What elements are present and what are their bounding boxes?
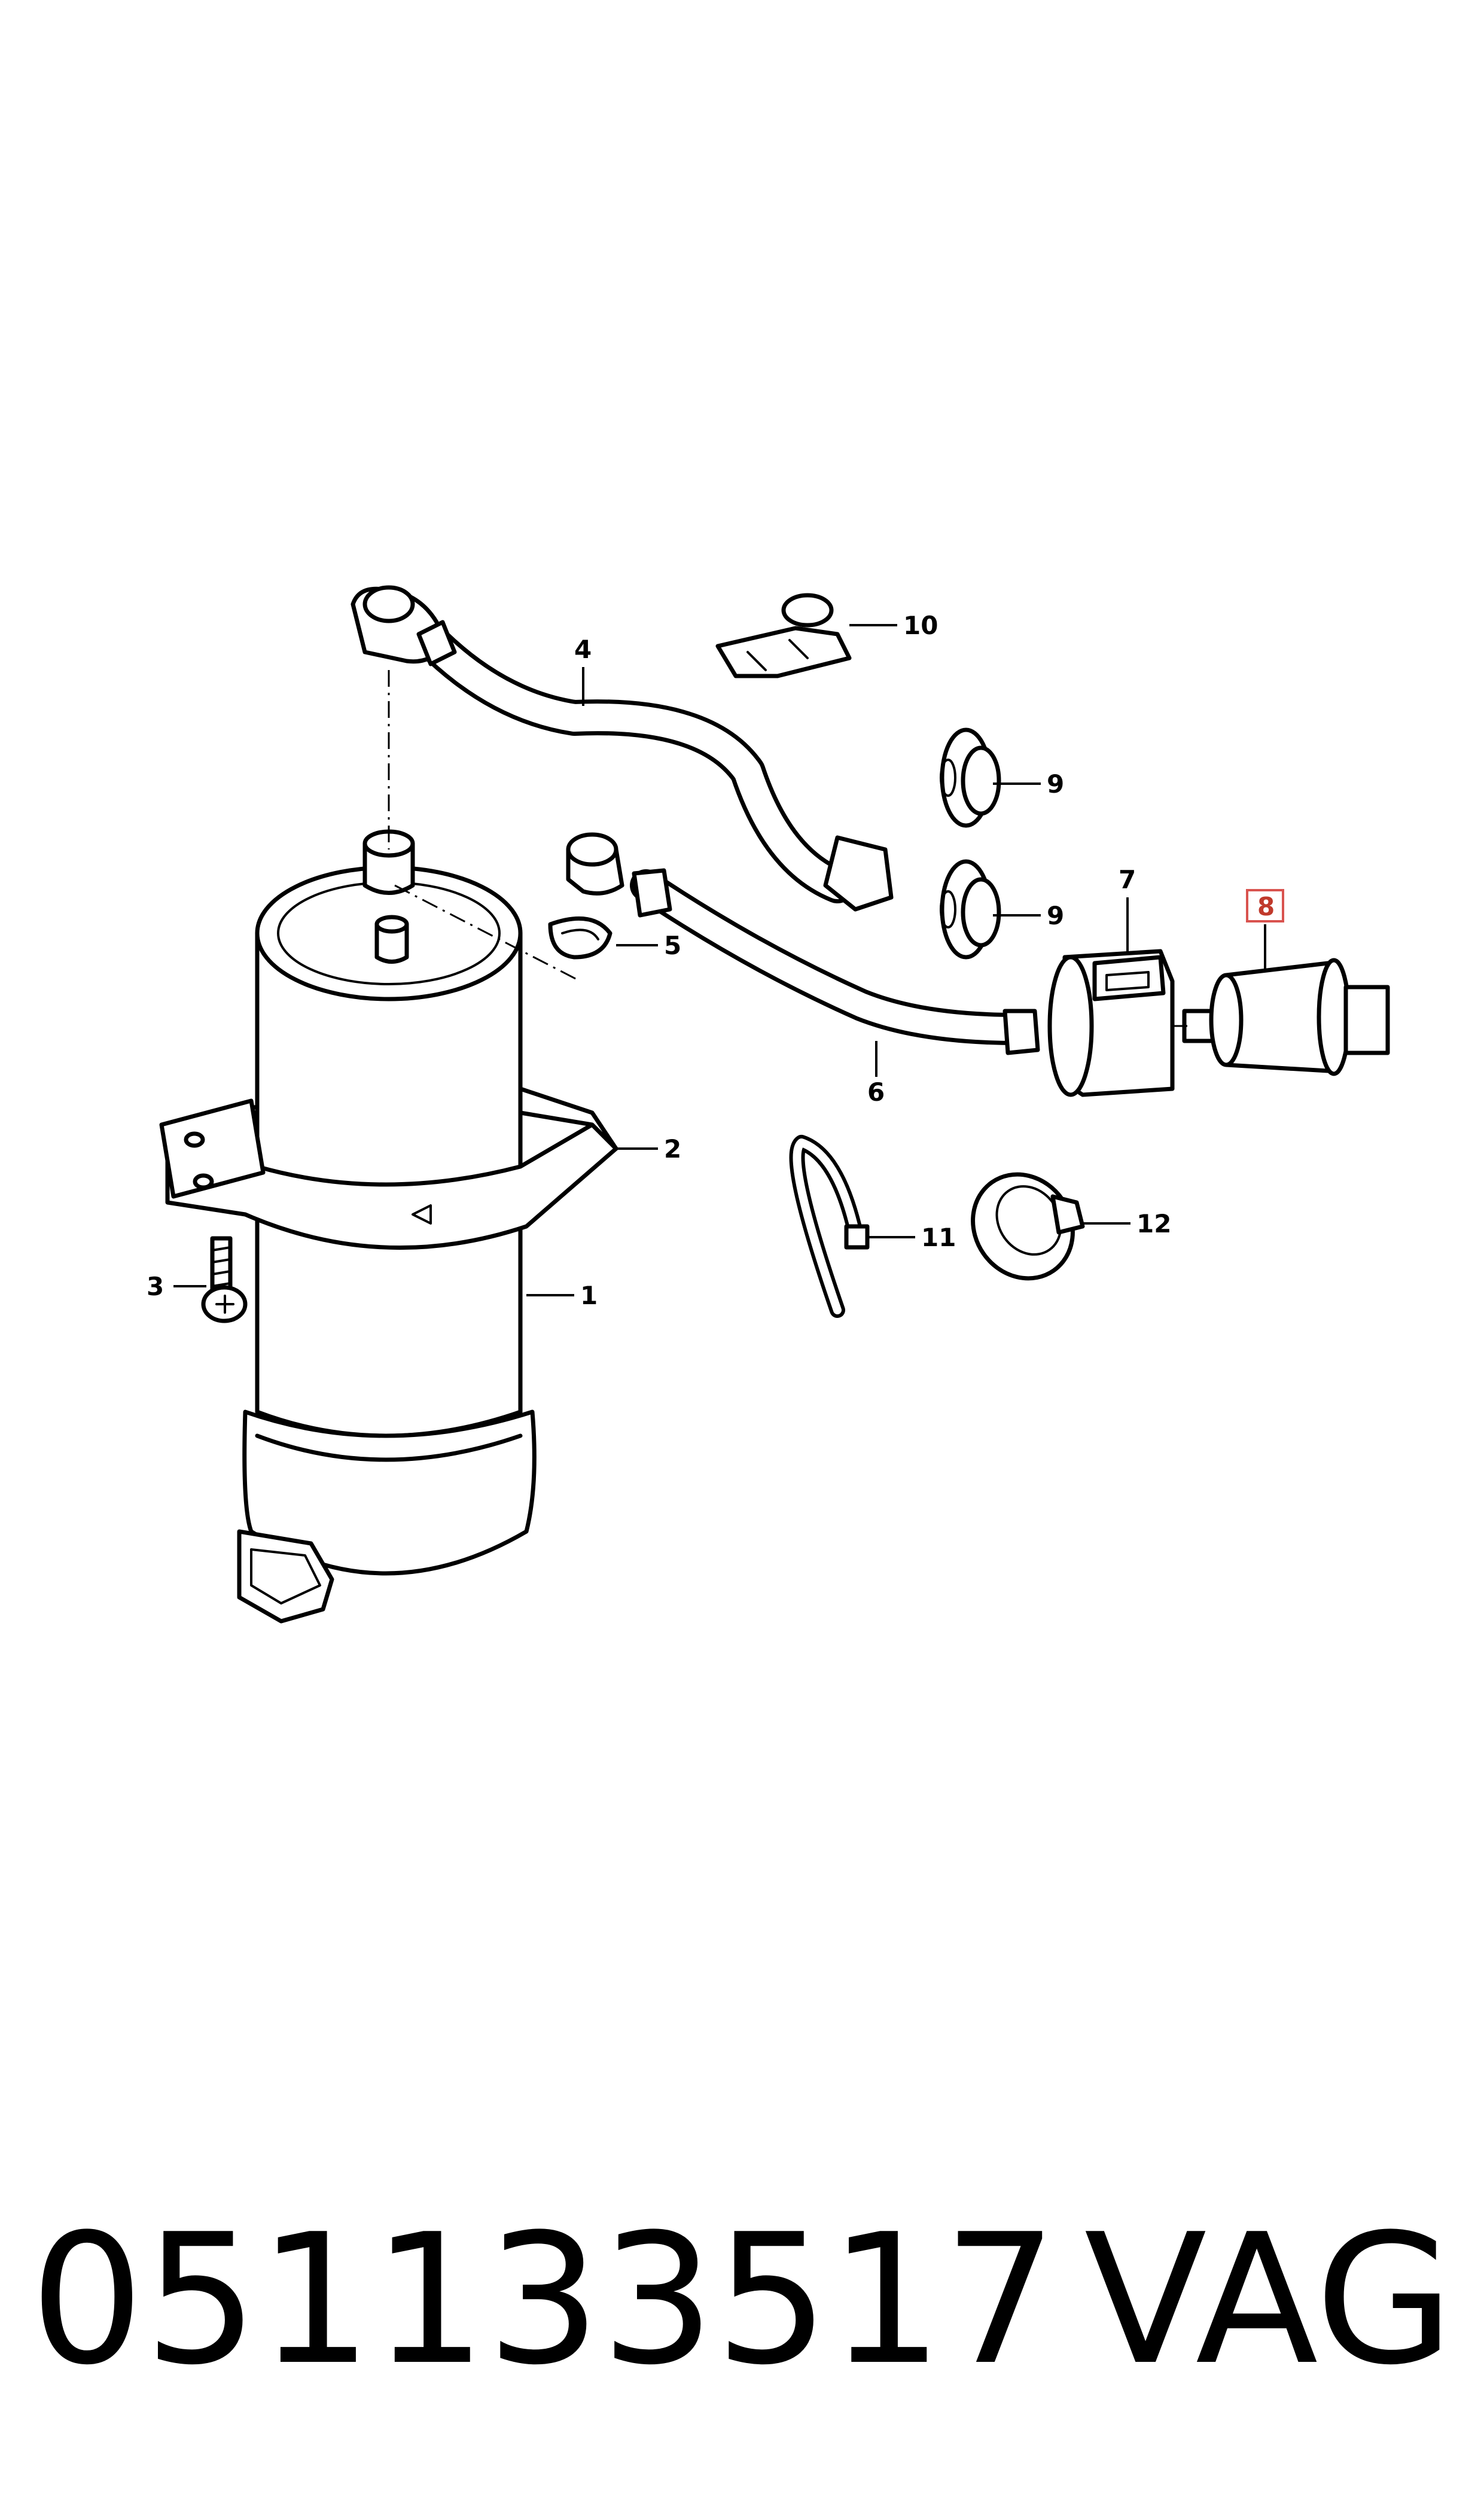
callout-7: 7 xyxy=(1119,865,1136,894)
screw-part-3 xyxy=(201,1236,248,1323)
callout-3: 3 xyxy=(147,1272,164,1301)
housing-part-7 xyxy=(1047,949,1175,1097)
grommet-part-9a xyxy=(940,727,1001,828)
callout-8-highlight-box xyxy=(1246,889,1284,922)
clip-part-10 xyxy=(715,593,852,678)
part-number: 051133517 xyxy=(30,2196,1058,2404)
centerline-hose-6 xyxy=(394,884,581,982)
callout-9b: 9 xyxy=(1047,901,1064,930)
callout-10: 10 xyxy=(903,611,938,640)
grommet-part-9b xyxy=(940,859,1001,960)
callout-9a: 9 xyxy=(1047,769,1064,799)
bracket-part-2 xyxy=(159,1086,618,1250)
callout-5: 5 xyxy=(664,931,681,960)
hose-part-6 xyxy=(566,832,1040,1055)
clip-part-5 xyxy=(548,916,613,960)
callout-11: 11 xyxy=(921,1223,956,1252)
callout-4: 4 xyxy=(574,635,592,664)
callout-2: 2 xyxy=(664,1134,681,1164)
callout-1: 1 xyxy=(580,1281,598,1310)
callout-8: 8 xyxy=(1257,892,1275,921)
clamp-part-12 xyxy=(971,1172,1085,1281)
brand-name: VAG xyxy=(1084,2196,1454,2404)
callout-6: 6 xyxy=(867,1077,885,1107)
hose-part-4 xyxy=(351,585,894,912)
canister-part-1 xyxy=(237,829,537,1624)
callout-12: 12 xyxy=(1136,1209,1171,1238)
cable-tie-part-11 xyxy=(789,1135,870,1318)
valve-part-8 xyxy=(1182,958,1390,1076)
